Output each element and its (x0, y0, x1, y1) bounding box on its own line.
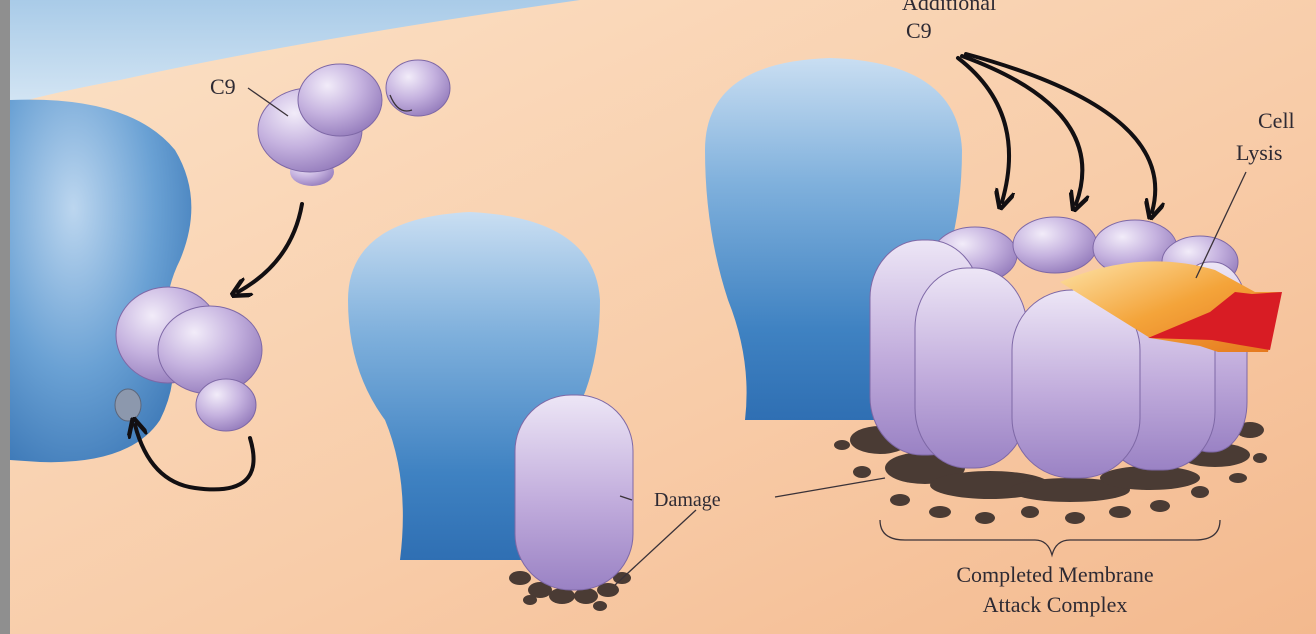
poly-c9-ring (870, 217, 1247, 478)
additional-c9-label-line2: C9 (906, 18, 932, 43)
c8-blue-protein (10, 100, 191, 463)
attachment-site (115, 389, 141, 421)
cell-lysis-label-line2: Lysis (1236, 140, 1282, 165)
inserted-c9-column (515, 395, 633, 590)
additional-c9-label-line1: Additional (902, 0, 996, 15)
c9-label: C9 (210, 74, 236, 99)
cell-lysis-label-line1: Cell (1258, 108, 1295, 133)
left-frame-edge (0, 0, 10, 634)
damage-label: Damage (654, 489, 721, 511)
mac-label-line2: Attack Complex (983, 592, 1128, 617)
mac-label-line1: Completed Membrane (956, 562, 1153, 587)
